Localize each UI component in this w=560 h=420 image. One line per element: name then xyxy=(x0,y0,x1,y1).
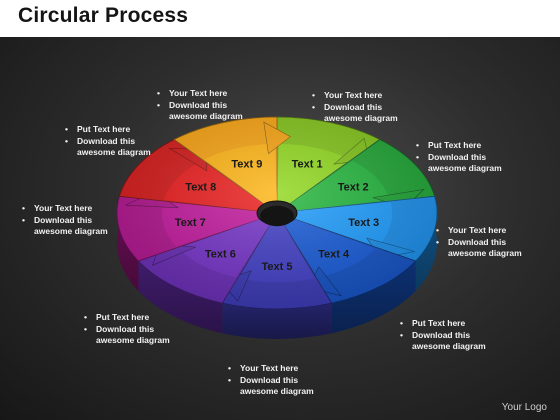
bullet-icon: • xyxy=(416,140,419,150)
callout-line: awesome diagram xyxy=(436,248,522,260)
logo-text: Your Logo xyxy=(501,402,547,413)
callout-text: Put Text here xyxy=(77,124,131,134)
segment-label-4: Text 4 xyxy=(318,248,350,260)
callout-line: • Download this xyxy=(416,152,502,164)
center-hole-inner xyxy=(260,205,294,227)
callout-text: Your Text here xyxy=(324,90,383,100)
callout-text: Download this xyxy=(34,214,93,225)
callout-line: awesome diagram xyxy=(22,226,108,238)
callout-text: Download this xyxy=(169,99,228,110)
callout-line: awesome diagram xyxy=(228,386,314,398)
callout-line: • Download this xyxy=(84,324,170,336)
callout-line: • Download this xyxy=(228,375,314,387)
callout-heading: • Put Text here xyxy=(65,124,151,136)
callout-heading: • Your Text here xyxy=(22,203,108,215)
callout-text: Your Text here xyxy=(34,203,93,213)
callout-text: Download this xyxy=(77,135,136,146)
callout-text: Download this xyxy=(96,323,155,334)
callout-line: awesome diagram xyxy=(312,113,398,125)
callout-heading: • Put Text here xyxy=(416,140,502,152)
bullet-icon: • xyxy=(312,90,315,100)
callout-text: awesome diagram xyxy=(34,226,108,236)
segment-label-8: Text 8 xyxy=(185,182,216,194)
callout-text: awesome diagram xyxy=(240,386,314,396)
segment-labels: Text 1 Text 2 Text 3 Text 4 Text 5 Text 6 Text… xyxy=(175,158,379,272)
callout-text: Your Text here xyxy=(448,225,507,235)
callout-text: Your Text here xyxy=(169,88,228,98)
callout-line: awesome diagram xyxy=(416,163,502,175)
callout-line: • Download this xyxy=(312,102,398,114)
callout-text: Your Text here xyxy=(240,363,299,373)
callout-text: awesome diagram xyxy=(428,163,502,173)
bullet-icon: • xyxy=(84,323,87,334)
callout-heading: • Your Text here xyxy=(157,88,243,100)
segment-label-9: Text 9 xyxy=(231,158,262,170)
bullet-icon: • xyxy=(312,101,315,112)
segment-side-shade-5 xyxy=(222,303,332,339)
segment-label-6: Text 6 xyxy=(205,248,236,260)
callout-text: Download this xyxy=(448,236,507,247)
bullet-icon: • xyxy=(416,151,419,162)
title-bar: Circular Process xyxy=(0,0,560,37)
bullet-icon: • xyxy=(157,88,160,98)
callout-heading: • Put Text here xyxy=(400,318,486,330)
callout-line: • Download this xyxy=(400,330,486,342)
callout-text: Put Text here xyxy=(428,140,482,150)
callout-text: Download this xyxy=(412,329,471,340)
callout-text: awesome diagram xyxy=(96,335,170,345)
callout-line: • Download this xyxy=(22,215,108,227)
callout-text: awesome diagram xyxy=(324,113,398,123)
callout-text: Put Text here xyxy=(412,318,466,328)
callout-text: Put Text here xyxy=(96,312,150,322)
callout-heading: • Your Text here xyxy=(312,90,398,102)
segment-label-2: Text 2 xyxy=(338,182,369,194)
bullet-icon: • xyxy=(22,203,25,213)
callout-heading: • Put Text here xyxy=(84,312,170,324)
segment-label-1: Text 1 xyxy=(292,158,323,170)
bullet-icon: • xyxy=(228,374,231,385)
callout-text: awesome diagram xyxy=(448,248,522,258)
bullet-icon: • xyxy=(157,99,160,110)
segment-label-3: Text 3 xyxy=(348,217,379,229)
segment-label-7: Text 7 xyxy=(175,217,206,229)
ring-tops xyxy=(116,116,438,310)
callout-text: Download this xyxy=(240,374,299,385)
callout-text: awesome diagram xyxy=(412,341,486,351)
callout-text: awesome diagram xyxy=(77,147,151,157)
callout-text: Download this xyxy=(324,101,383,112)
callout-heading: • Your Text here xyxy=(228,363,314,375)
callout-line: • Download this xyxy=(157,100,243,112)
page-title: Circular Process xyxy=(18,4,189,27)
callout-line: • Download this xyxy=(65,136,151,148)
bullet-icon: • xyxy=(400,318,403,328)
callout-heading: • Your Text here xyxy=(436,225,522,237)
segment-label-5: Text 5 xyxy=(262,261,293,273)
callout-line: • Download this xyxy=(436,237,522,249)
callout-line: awesome diagram xyxy=(84,335,170,347)
bullet-icon: • xyxy=(65,124,68,134)
callout-text: Download this xyxy=(428,151,487,162)
bullet-icon: • xyxy=(400,329,403,340)
bullet-icon: • xyxy=(84,312,87,322)
callout-text: awesome diagram xyxy=(169,111,243,121)
callout-line: awesome diagram xyxy=(65,147,151,159)
bullet-icon: • xyxy=(65,135,68,146)
callout-line: awesome diagram xyxy=(400,341,486,353)
bullet-icon: • xyxy=(22,214,25,225)
bullet-icon: • xyxy=(436,225,439,235)
bullet-icon: • xyxy=(228,363,231,373)
bullet-icon: • xyxy=(436,236,439,247)
callout-line: awesome diagram xyxy=(157,111,243,123)
